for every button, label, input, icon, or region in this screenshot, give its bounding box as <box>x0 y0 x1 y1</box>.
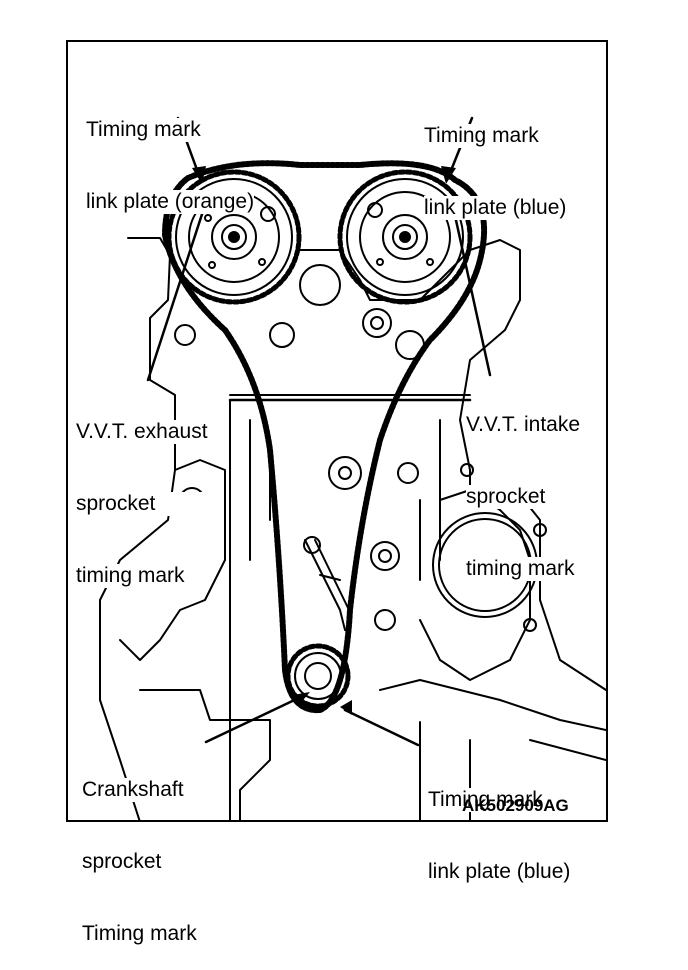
label-blue-link-plate-top: Timing mark link plate (blue) <box>424 124 567 220</box>
vvt-intake-sprocket <box>337 169 473 305</box>
idler-bolts <box>174 264 425 631</box>
engine-timing-diagram <box>99 116 606 820</box>
label-vvt-exhaust: V.V.T. exhaust sprocket timing mark <box>76 420 208 588</box>
chain-tensioner <box>304 539 351 631</box>
label-vvt-intake: V.V.T. intake sprocket timing mark <box>466 413 581 581</box>
reference-code: AK502909AG <box>462 796 569 815</box>
label-crankshaft: Crankshaft sprocket Timing mark <box>82 778 197 946</box>
label-blue-link-plate-bottom: Timing mark link plate (blue) <box>428 788 571 884</box>
lower-block-detail <box>139 679 606 820</box>
label-orange-link-plate: Timing mark link plate (orange) <box>86 118 255 214</box>
timing-chain <box>162 160 488 714</box>
arrow-heads <box>192 166 457 715</box>
